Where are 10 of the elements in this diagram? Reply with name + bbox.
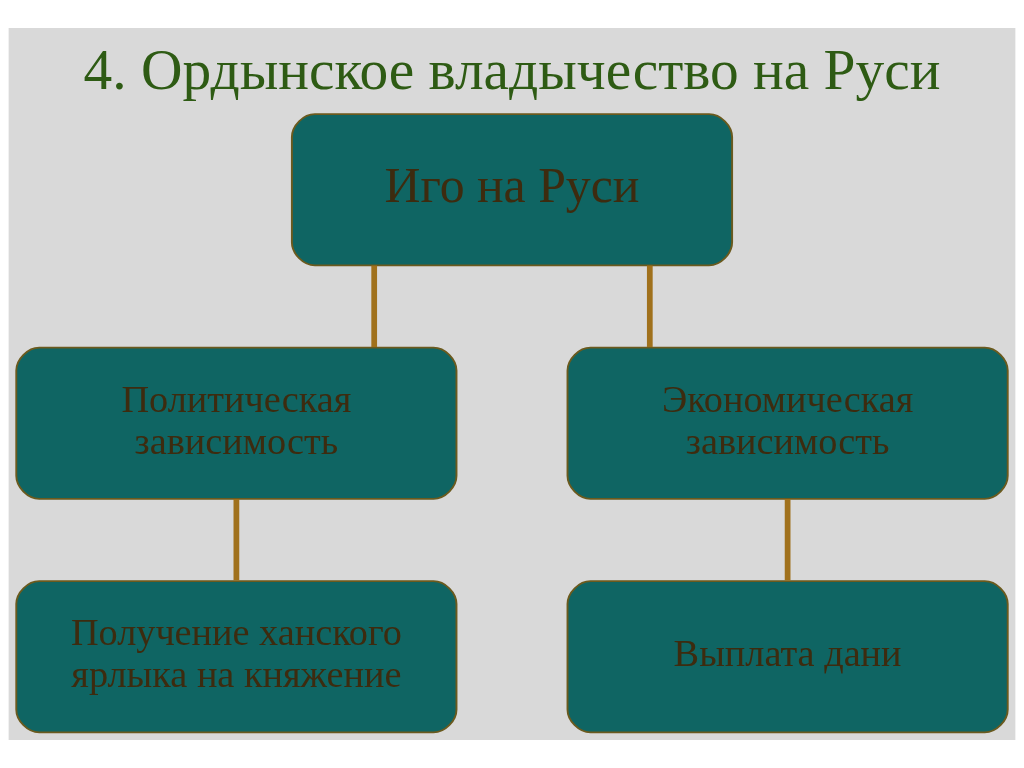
node-box: Получение ханского ярлыка на княжение xyxy=(15,580,458,734)
connector xyxy=(784,499,791,581)
node-box: Политическая зависимость xyxy=(15,346,458,500)
connector xyxy=(646,265,653,347)
node-box: Выплата дани xyxy=(566,580,1009,734)
connector xyxy=(233,499,240,581)
connector xyxy=(371,265,378,347)
diagram-title: 4. Ордынское владычество на Руси xyxy=(83,38,941,102)
node-box: Иго на Руси xyxy=(290,113,734,267)
node-box: Экономическая зависимость xyxy=(566,346,1009,500)
